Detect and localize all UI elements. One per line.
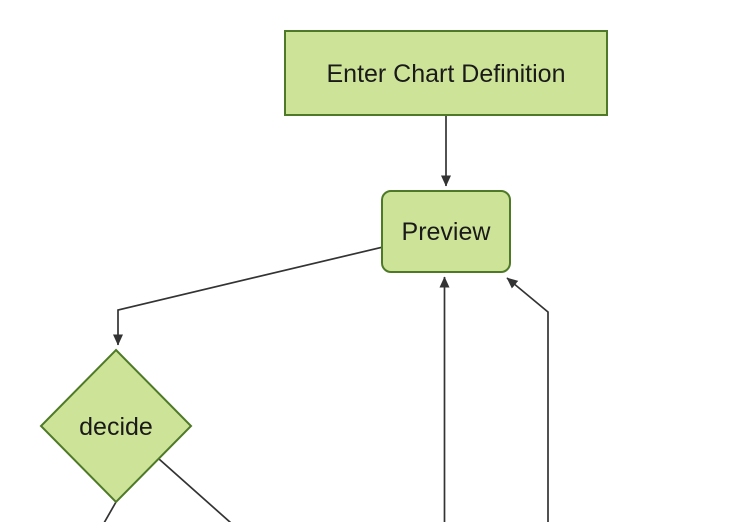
rounded-rectangle-shape [381,190,511,273]
edge-preview-to-decide [113,246,384,346]
edge-layer [103,115,549,522]
node-label: Preview [402,218,492,246]
node-label: Enter Chart Definition [326,60,565,88]
rectangle-shape [284,30,608,116]
node-label: decide [79,413,153,441]
node-preview: Preview [381,190,511,273]
edge-decide-to-offscreen-right [158,458,232,522]
node-enter-chart-definition: Enter Chart Definition [284,30,608,116]
diamond-shape [39,348,193,504]
edge-decide-to-offscreen-left [103,501,117,522]
edge-offscreen-to-preview-corner [506,277,549,522]
node-decide: decide [39,348,193,504]
